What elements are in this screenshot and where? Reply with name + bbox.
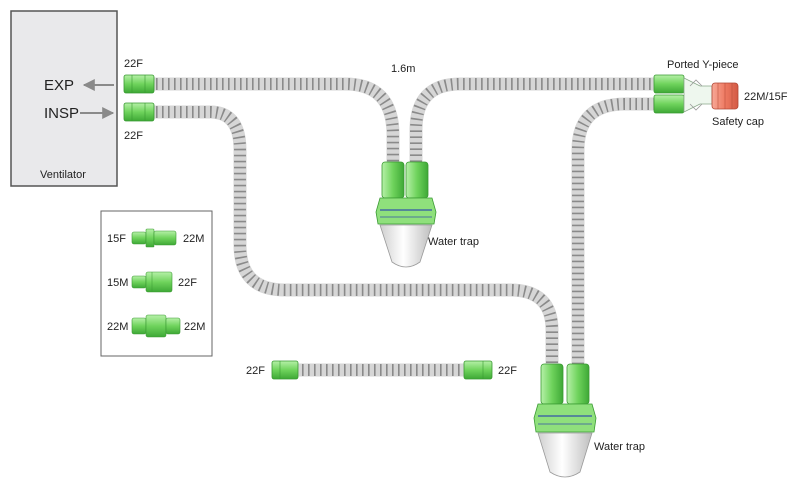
adapter-legend: 15F 22M 15M 22F 22M 22M: [100, 210, 213, 357]
exp-port-connector: [123, 74, 155, 94]
inspiratory-limb-tube: [150, 105, 559, 368]
ported-y-piece: [653, 74, 713, 114]
adapter-22m-22m: [131, 314, 181, 338]
extension-left-label: 22F: [246, 365, 265, 377]
insp-port-connector: [123, 102, 155, 122]
extension-left-connector: [271, 360, 299, 380]
insp-port-label: 22F: [124, 130, 143, 142]
exp-label: EXP: [44, 77, 74, 94]
adapter-row-3-right: 22M: [184, 321, 205, 333]
upper-trap-to-ypiece-tube: [409, 77, 655, 168]
adapter-row-2-right: 22F: [178, 277, 197, 289]
ventilator: EXP INSP Ventilator: [10, 10, 118, 187]
exp-port-label: 22F: [124, 58, 143, 70]
water-trap-lower: [533, 363, 597, 478]
expiratory-limb-tube: [150, 77, 400, 168]
adapter-row-1-left: 15F: [107, 233, 126, 245]
ventilator-label: Ventilator: [40, 169, 86, 181]
adapter-row-1-right: 22M: [183, 233, 204, 245]
adapter-15m-22f: [131, 271, 173, 293]
adapter-row-3-left: 22M: [107, 321, 128, 333]
extension-right-connector: [463, 360, 493, 380]
water-trap-lower-label: Water trap: [594, 441, 645, 453]
ventilator-box: [10, 10, 118, 187]
safety-cap: [711, 82, 739, 110]
extension-right-label: 22F: [498, 365, 517, 377]
insp-label: INSP: [44, 105, 79, 122]
y-piece-fitting-label: 22M/15F: [744, 91, 788, 103]
water-trap-upper-label: Water trap: [428, 236, 479, 248]
tube-length-label: 1.6m: [391, 63, 415, 75]
water-trap-upper: [375, 161, 437, 268]
safety-cap-label: Safety cap: [712, 116, 764, 128]
adapter-row-2-left: 15M: [107, 277, 128, 289]
tubing: [150, 77, 655, 377]
adapter-15f-22m: [131, 228, 177, 248]
y-piece-label: Ported Y-piece: [667, 59, 739, 71]
ypiece-to-lower-trap-tube: [571, 97, 655, 368]
